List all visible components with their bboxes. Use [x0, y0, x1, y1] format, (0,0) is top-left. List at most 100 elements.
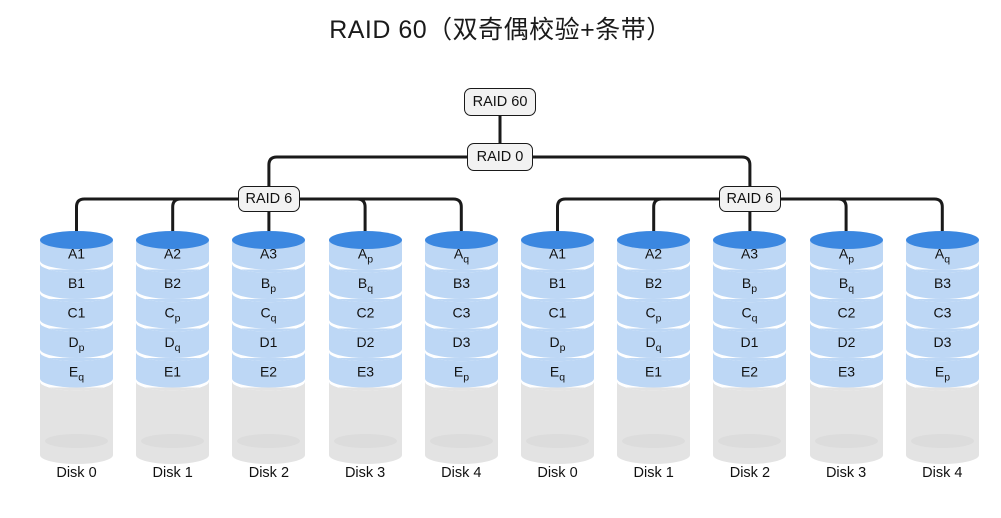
disk-block: Dq [165, 334, 181, 354]
segment-divider-shadow [40, 322, 113, 332]
disk-used-space [617, 240, 691, 388]
disk-top-platter [328, 231, 402, 249]
disk-used-space [905, 240, 979, 388]
disk-block: E3 [838, 363, 855, 379]
segment-divider-shadow [809, 263, 883, 273]
disk-block: C3 [452, 304, 470, 320]
disk-block: Dp [69, 334, 85, 354]
segment-divider-shadow [521, 352, 594, 362]
page-title: RAID 60（双奇偶校验+条带） [329, 16, 672, 44]
disk-block: E3 [357, 363, 374, 379]
disk-block: Aq [454, 245, 469, 265]
disk-bottom-shade [910, 434, 974, 448]
wire-raid0-raid6-right [531, 155, 752, 188]
disk-name-label: Disk 2 [248, 465, 290, 481]
wire-raid6-disk-9 [779, 197, 944, 242]
disk-used-space [521, 240, 594, 388]
disk-block: B3 [934, 275, 951, 291]
wire-raid0-raid6-left [267, 155, 469, 188]
disk-block: Ep [454, 363, 469, 383]
disk-used-space [424, 240, 498, 388]
disk-block: Cq [742, 304, 758, 324]
segment-divider-shadow [328, 352, 402, 362]
disk-block: Ep [935, 363, 950, 383]
disk-block: D1 [741, 334, 759, 350]
segment-divider-shadow [328, 293, 402, 303]
disk-block: D1 [260, 334, 278, 350]
segment-divider-shadow [232, 293, 306, 303]
disk-block: D3 [933, 334, 951, 350]
segment-divider-shadow [617, 381, 691, 391]
node-raid0[interactable]: RAID 0 [467, 143, 533, 171]
wire-raid6-disk-6 [652, 197, 721, 242]
segment-divider-shadow [424, 322, 498, 332]
disk-free-space [809, 387, 883, 464]
disk-free-space [328, 387, 402, 464]
segment-divider-shadow [328, 263, 402, 273]
node-raid6-group-0[interactable]: RAID 6 [237, 186, 300, 212]
segment-divider-shadow [713, 263, 787, 273]
disk-block: A2 [164, 245, 181, 261]
disk-top-platter [424, 231, 498, 249]
segment-divider-shadow [617, 352, 691, 362]
disk-block: E2 [260, 363, 277, 379]
segment-divider-shadow [136, 293, 210, 303]
disk-top-platter [136, 231, 210, 249]
segment-divider-shadow [424, 352, 498, 362]
segment-divider-shadow [521, 381, 594, 391]
disk-used-space [809, 240, 883, 388]
disk-top-platter [809, 231, 883, 249]
disk-block: C1 [549, 304, 567, 320]
disk-block: C2 [356, 304, 374, 320]
disk-block: C2 [837, 304, 855, 320]
disk-block: Ap [358, 245, 373, 265]
segment-divider-shadow [713, 381, 787, 391]
segment-divider-shadow [40, 381, 113, 391]
disk-free-space [617, 387, 691, 464]
wire-raid6-disk-1 [171, 197, 240, 242]
disk-block: Cq [261, 304, 277, 324]
disk-bottom-shade [237, 434, 301, 448]
disk-used-space [232, 240, 306, 388]
disk-bottom-shade [718, 434, 782, 448]
disk-bottom-shade [622, 434, 686, 448]
segment-divider-shadow [617, 293, 691, 303]
node-raid6-group-1[interactable]: RAID 6 [718, 186, 781, 212]
segment-divider-shadow [136, 352, 210, 362]
disk-bottom-shade [429, 434, 493, 448]
disk-block: Dp [550, 334, 566, 354]
disk-block: D2 [356, 334, 374, 350]
disk-block: D2 [837, 334, 855, 350]
disk-name-label: Disk 4 [922, 465, 963, 481]
wire-raid6-disk-5 [556, 197, 721, 242]
segment-divider-shadow [232, 322, 306, 332]
node-raid60[interactable]: RAID 60 [464, 88, 536, 116]
disk-free-space [424, 387, 498, 464]
disk-block: A2 [645, 245, 662, 261]
disk-block: Cp [165, 304, 181, 324]
disk-bottom-shade [814, 434, 878, 448]
segment-divider-shadow [809, 352, 883, 362]
segment-divider-shadow [905, 322, 979, 332]
segment-divider-shadow [40, 352, 113, 362]
disk-name-label: Disk 4 [441, 465, 482, 481]
segment-divider-shadow [617, 263, 691, 273]
disk-block: E1 [164, 363, 181, 379]
disk-block: C1 [68, 304, 86, 320]
disk-top-platter [905, 231, 979, 249]
